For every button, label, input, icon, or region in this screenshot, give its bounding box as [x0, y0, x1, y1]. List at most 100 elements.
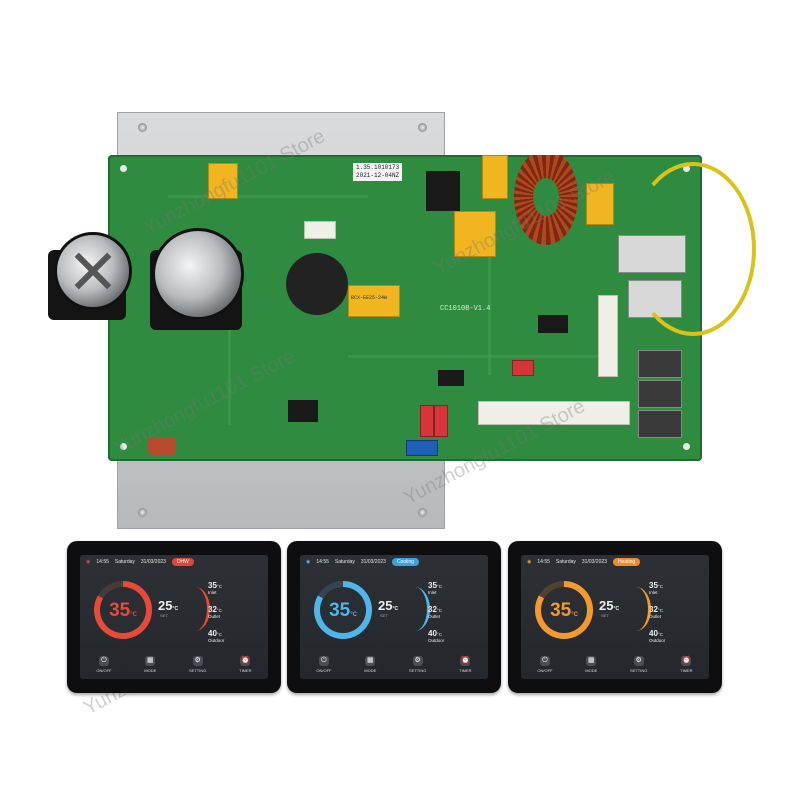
mode-button[interactable]: ▦ MODE: [364, 656, 376, 673]
temperature-ring: 35°C: [314, 581, 372, 639]
status-bar: ◉ 14:55 Saturday 31/03/2023 Heating: [521, 555, 709, 568]
clock-time: 14:55: [96, 558, 109, 565]
grid-icon: ▦: [145, 656, 156, 666]
inductor-label: BCX-EE25-24W: [351, 295, 388, 301]
set-arc[interactable]: [180, 587, 210, 631]
black-inductor: [426, 171, 460, 211]
power-icon: ⏻: [98, 656, 109, 666]
board-model: CC1010B-V1.4: [440, 305, 491, 313]
dock-label: MODE: [364, 668, 377, 673]
transformer: [454, 211, 496, 257]
dip-switch: [512, 360, 534, 376]
red-connector: [420, 405, 434, 437]
alarm-clock-icon: ⏰: [681, 656, 692, 666]
relay: [638, 350, 682, 378]
thermostat-display-heating: ◉ 14:55 Saturday 31/03/2023 Heating 35°C…: [508, 541, 722, 693]
dock-label: TIMER: [459, 668, 472, 673]
temperature-ring: 35°C: [94, 581, 152, 639]
touch-screen[interactable]: ◉ 14:55 Saturday 31/03/2023 DHW 35°C 25°…: [80, 555, 268, 679]
set-temp[interactable]: 25°C: [378, 598, 398, 613]
connector: [304, 221, 336, 239]
dock-label: ON/OFF: [316, 668, 332, 673]
wifi-icon: ◉: [306, 558, 311, 565]
power-button[interactable]: ⏻ON/OFF: [96, 656, 111, 673]
timer-button[interactable]: ⏰TIMER: [239, 656, 252, 673]
status-bar: ◉ 14:55 Saturday 31/03/2023 Cooling: [300, 555, 488, 568]
part-number-1: 1.35.1010173: [356, 164, 400, 171]
mode-badge: DHW: [171, 557, 194, 566]
setting-button[interactable]: ⚙ SETTING: [630, 656, 647, 673]
mode-badge: Cooling: [391, 557, 419, 566]
date-label: 31/03/2023: [581, 558, 607, 565]
date-label: 31/03/2023: [140, 558, 166, 565]
set-temp-unit: °C: [613, 606, 620, 612]
mode-badge: Heating: [612, 557, 641, 566]
connector: [598, 295, 618, 377]
ic-chip: [538, 315, 568, 333]
timer-button[interactable]: ⏰ TIMER: [459, 656, 472, 673]
inductor: BCX-EE25-24W: [348, 285, 400, 317]
film-capacitor: [586, 183, 614, 225]
thermostat-display-cooling: ◉ 14:55 Saturday 31/03/2023 Cooling 35°C…: [287, 541, 501, 693]
red-connector: [434, 405, 448, 437]
status-bar: ◉ 14:55 Saturday 31/03/2023 DHW: [80, 555, 268, 568]
set-arc[interactable]: [400, 587, 430, 631]
setting-button[interactable]: ⚙SETTING: [189, 656, 206, 673]
power-icon: ⏻: [318, 656, 329, 666]
ground-wire: [630, 162, 756, 336]
touch-screen[interactable]: ◉ 14:55 Saturday 31/03/2023 Cooling 35°C…: [300, 555, 488, 679]
part-number-label: 1.35.1010173 2021-12-04NZ: [353, 163, 403, 181]
alarm-clock-icon: ⏰: [460, 656, 471, 666]
timer-button[interactable]: ⏰TIMER: [680, 656, 693, 673]
power-button[interactable]: ⏻ ON/OFF: [537, 656, 552, 673]
electrolytic-capacitor: [54, 232, 132, 310]
mode-button[interactable]: ▦ MODE: [144, 656, 156, 673]
grid-icon: ▦: [365, 656, 376, 666]
set-arc[interactable]: [621, 587, 651, 631]
dock-label: SETTING: [630, 668, 648, 673]
film-capacitor: [208, 163, 238, 199]
day-label: Saturday: [555, 558, 576, 565]
main-temp-unit: °C: [130, 612, 137, 618]
day-label: Saturday: [114, 558, 135, 565]
set-label: SET: [380, 613, 388, 618]
set-temp-unit: °C: [392, 606, 399, 612]
electrolytic-capacitor: [152, 228, 244, 320]
grid-icon: ▦: [586, 656, 597, 666]
round-capacitor: [286, 253, 348, 315]
connector-row: [478, 401, 630, 425]
toroid-coil: [514, 155, 578, 245]
power-icon: ⏻: [539, 656, 550, 666]
mode-button[interactable]: ▦MODE: [585, 656, 597, 673]
bottom-dock: ⏻ ON/OFF ▦MODE ⚙ SETTING ⏰TIMER: [521, 656, 709, 673]
temperature-ring: 35°C: [535, 581, 593, 639]
main-temp: 35: [109, 600, 131, 621]
terminal-block: [406, 440, 438, 456]
touch-screen[interactable]: ◉ 14:55 Saturday 31/03/2023 Heating 35°C…: [521, 555, 709, 679]
set-temp-value: 25: [378, 598, 393, 613]
setting-button[interactable]: ⚙SETTING: [409, 656, 426, 673]
set-temp[interactable]: 25°C: [158, 598, 178, 613]
dock-label: SETTING: [409, 668, 427, 673]
screw-icon: [138, 508, 147, 517]
set-label: SET: [160, 613, 168, 618]
dock-label: ON/OFF: [537, 668, 553, 673]
gear-icon: ⚙: [633, 656, 644, 666]
relay: [638, 380, 682, 408]
power-button[interactable]: ⏻ ON/OFF: [316, 656, 331, 673]
set-temp[interactable]: 25°C: [599, 598, 619, 613]
dock-label: MODE: [144, 668, 157, 673]
ic-chip: [288, 400, 318, 422]
film-capacitor: [482, 155, 508, 199]
wifi-icon: ◉: [86, 558, 91, 565]
